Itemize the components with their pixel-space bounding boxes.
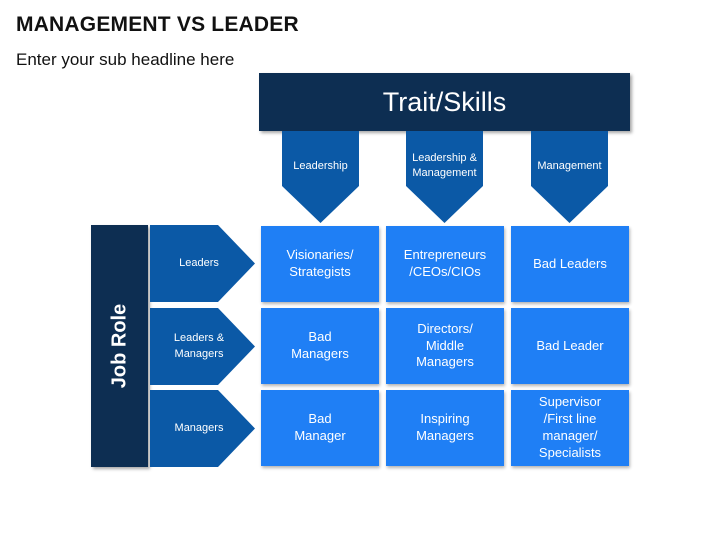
- column-label: Management: [537, 159, 602, 172]
- right-arrow-shape: [150, 308, 255, 385]
- right-arrow-shape: [150, 390, 255, 467]
- column-arrow-leadership: Leadership: [282, 131, 359, 223]
- row-arrow-leaders: Leaders: [150, 225, 255, 302]
- column-arrow-leadership-management: Leadership & Management: [406, 131, 483, 223]
- row-arrow-managers: Managers: [150, 390, 255, 467]
- row-arrow-leaders-managers: Leaders & Managers: [150, 308, 255, 385]
- row-label: Managers: [174, 421, 224, 434]
- right-arrow-shape: [150, 225, 255, 302]
- job-role-bar: Job Role: [91, 225, 148, 467]
- row-label: Leaders & Managers: [173, 332, 225, 360]
- cell-leaders-managers-leadership: Bad Managers: [261, 308, 379, 384]
- row-label: Leaders: [179, 256, 219, 269]
- cell-leaders-management: Bad Leaders: [511, 226, 629, 302]
- column-label: Leadership: [293, 159, 348, 172]
- down-arrow-shape: [531, 131, 608, 223]
- cell-leaders-managers-leadership-management: Directors/ Middle Managers: [386, 308, 504, 384]
- down-arrow-shape: [406, 131, 483, 223]
- cell-managers-leadership: Bad Manager: [261, 390, 379, 466]
- trait-skills-header: Trait/Skills: [259, 73, 630, 131]
- cell-managers-leadership-management: Inspiring Managers: [386, 390, 504, 466]
- page-title: MANAGEMENT VS LEADER: [16, 13, 299, 36]
- job-role-label: Job Role: [108, 303, 130, 389]
- column-arrow-management: Management: [531, 131, 608, 223]
- page-subtitle: Enter your sub headline here: [16, 50, 235, 69]
- column-label: Leadership & Management: [412, 152, 477, 179]
- cell-leaders-leadership-management: Entrepreneurs /CEOs/CIOs: [386, 226, 504, 302]
- down-arrow-shape: [282, 131, 359, 223]
- cell-leaders-leadership: Visionaries/ Strategists: [261, 226, 379, 302]
- cell-managers-management: Supervisor /First line manager/ Speciali…: [511, 390, 629, 466]
- cell-leaders-managers-management: Bad Leader: [511, 308, 629, 384]
- trait-skills-label: Trait/Skills: [382, 86, 507, 117]
